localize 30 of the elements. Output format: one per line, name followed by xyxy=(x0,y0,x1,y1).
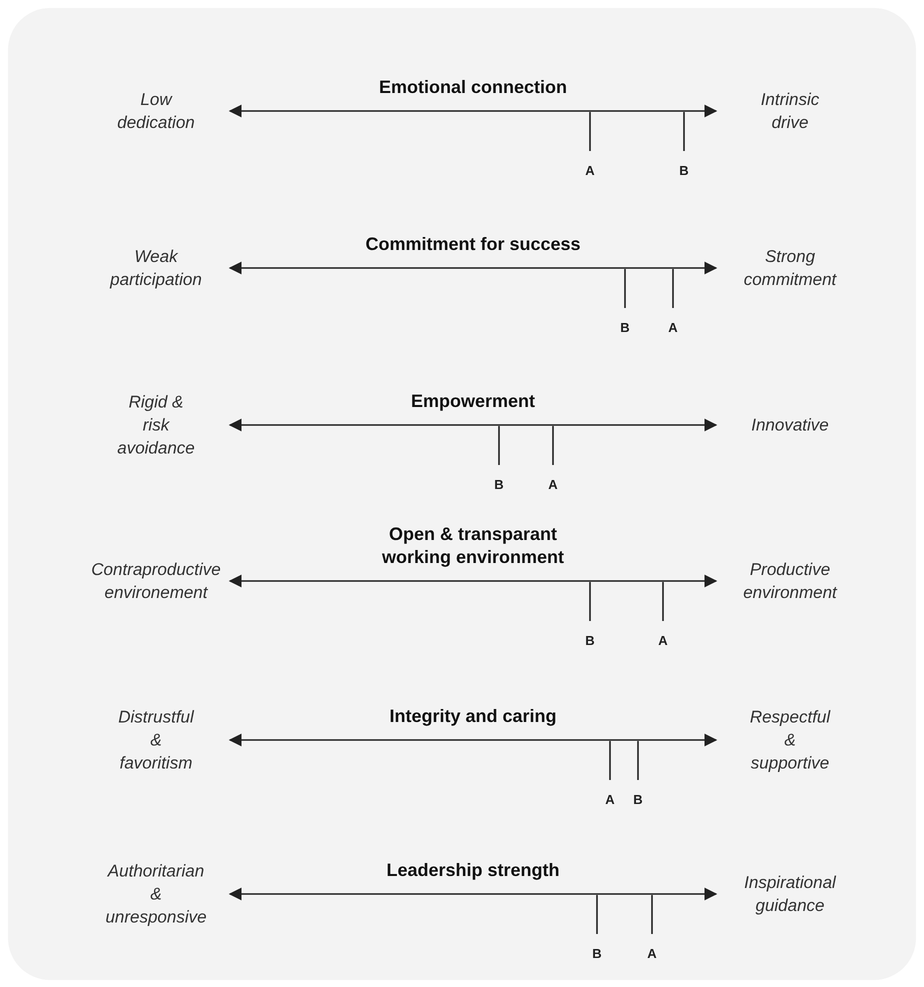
left-pole-label: Rigid & risk avoidance xyxy=(82,390,230,460)
right-pole-label: Strong commitment xyxy=(716,245,864,291)
marker-label: B xyxy=(585,633,595,648)
double-arrow xyxy=(228,574,718,588)
double-arrow xyxy=(228,888,718,900)
right-pole-label: Respectful & supportive xyxy=(716,706,864,774)
marker-label: B xyxy=(620,320,630,335)
right-pole-label: Intrinsic drive xyxy=(716,88,864,134)
left-pole-label: Low dedication xyxy=(82,88,230,134)
marker-label: B xyxy=(494,477,504,492)
marker-label: A xyxy=(658,633,668,648)
right-pole-label: Productive environment xyxy=(716,558,864,604)
right-pole-label: Inspirational guidance xyxy=(716,871,864,917)
left-pole-label: Authoritarian & unresponsive xyxy=(82,860,230,928)
marker-label: A xyxy=(585,163,595,178)
marker-label: A xyxy=(605,792,615,807)
marker-label: A xyxy=(548,477,558,492)
marker-label: B xyxy=(679,163,689,178)
marker-label: B xyxy=(633,792,643,807)
marker-label: A xyxy=(647,946,657,961)
marker-label: B xyxy=(592,946,602,961)
double-arrow xyxy=(228,418,718,432)
marker-label: A xyxy=(668,320,678,335)
left-pole-label: Contraproductive environement xyxy=(82,558,230,604)
double-arrow xyxy=(228,104,718,118)
double-arrow xyxy=(228,734,718,746)
double-arrow xyxy=(228,262,718,274)
left-pole-label: Weak participation xyxy=(82,245,230,291)
left-pole-label: Distrustful & favoritism xyxy=(82,706,230,774)
right-pole-label: Innovative xyxy=(716,414,864,436)
